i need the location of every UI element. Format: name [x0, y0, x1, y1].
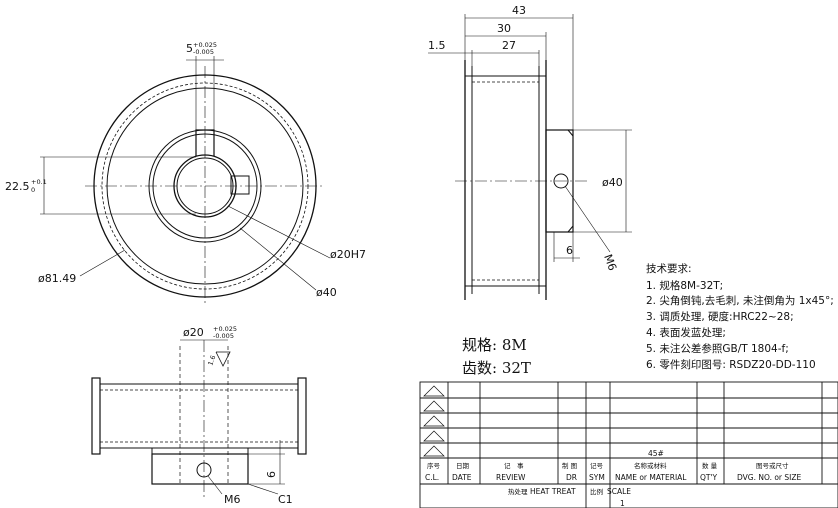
section-flange-right: [297, 377, 307, 455]
section-view: [91, 339, 307, 500]
col-material: NAME or MATERIAL: [615, 473, 687, 482]
section-bore-label: ø20: [183, 326, 204, 339]
col-date: DATE: [452, 473, 472, 482]
outer-diameter-label: ø81.49: [38, 272, 76, 285]
leader-hub: [239, 227, 317, 291]
hub-chamfer-bot: [567, 225, 574, 233]
side-hub-diameter-label: ø40: [602, 176, 623, 189]
keyway-depth-tol-upper: +0.1: [31, 178, 47, 186]
section-bore-tol-upper: +0.025: [213, 325, 237, 333]
scale: SCALE: [607, 487, 631, 496]
rev-triangle-2: [423, 400, 445, 412]
col-cl-cn: 序号: [427, 461, 441, 470]
leader-bore: [227, 205, 331, 259]
spec-pitch: 规格: 8M: [462, 336, 527, 354]
col-qty-cn: 数 量: [702, 461, 718, 470]
col-cl: C.L.: [425, 473, 439, 482]
tech-item: 6. 零件刻印图号: RSDZ20-DD-110: [646, 358, 816, 371]
side-view: [428, 14, 632, 300]
side-setscrew-hole: [553, 173, 569, 189]
col-review-cn: 记 事: [504, 461, 524, 470]
roughness-symbol: [215, 351, 231, 367]
tech-requirements: 技术要求: 1. 规格8M-32T; 2. 尖角倒钝,去毛刺, 未注倒角为 1x…: [646, 262, 834, 371]
tech-item: 1. 规格8M-32T;: [646, 279, 723, 292]
rev-triangle-4: [423, 430, 445, 442]
flange-thickness-label: 1.5: [428, 39, 446, 52]
setscrew-hole: [230, 175, 250, 195]
roughness-label: 1.6: [206, 354, 217, 366]
keyway-width-label: 5: [186, 42, 193, 55]
keyway-depth-tol-lower: 0: [31, 186, 35, 194]
tooth-width-label: 27: [502, 39, 516, 52]
keyway-tol-lower: -0.005: [193, 48, 214, 56]
section-flange-left: [91, 377, 101, 455]
col-dwg-cn: 图号或尺寸: [756, 461, 789, 470]
col-review: REVIEW: [496, 473, 526, 482]
heat-treat: HEAT TREAT: [530, 487, 576, 496]
col-dwg: DVG. NO. or SIZE: [737, 473, 801, 482]
tech-item: 4. 表面发蓝处理;: [646, 326, 726, 339]
section-body: [99, 383, 299, 449]
col-sym: SYM: [589, 473, 605, 482]
col-dr-cn: 制 图: [562, 461, 577, 470]
section-bore-tol-lower: -0.005: [213, 332, 234, 340]
hub-diameter-label: ø40: [316, 286, 337, 299]
keyway-tol-upper: +0.025: [193, 41, 217, 49]
title-block-frame: [419, 381, 838, 508]
leader-c1: [247, 483, 279, 495]
section-hub-offset-label: 6: [265, 471, 278, 478]
col-material-cn: 名称或材料: [634, 461, 667, 470]
hub-chamfer-top: [567, 129, 574, 137]
material-value: 45#: [648, 449, 664, 458]
flange-width-label: 30: [497, 22, 511, 35]
setscrew-offset-label: 6: [566, 244, 573, 257]
col-qty: QT'Y: [700, 473, 718, 482]
col-date-cn: 日期: [456, 462, 470, 470]
tech-item: 5. 未注公差参照GB/T 1804-f;: [646, 342, 789, 355]
bore-diameter-label: ø20H7: [330, 248, 366, 261]
section-setscrew-label: M6: [224, 493, 241, 506]
title-block: [419, 381, 838, 508]
leader-m6-section: [207, 475, 223, 495]
rev-triangle-1: [423, 385, 445, 397]
side-setscrew-label: M6: [601, 253, 619, 273]
spec-teeth: 齿数: 32T: [462, 359, 531, 377]
leader-m6-side: [564, 185, 611, 253]
chamfer-label: C1: [278, 493, 293, 506]
front-view: [40, 56, 331, 306]
heat-treat-cn: 热处理: [508, 487, 528, 496]
col-dr: DR: [566, 473, 577, 482]
section-hub: [151, 453, 249, 485]
tech-title: 技术要求:: [646, 262, 692, 275]
overall-width-label: 43: [512, 4, 526, 17]
rev-triangle-3: [423, 415, 445, 427]
col-sym-cn: 记号: [590, 462, 604, 470]
rev-triangle-5: [423, 445, 445, 457]
scale-cn: 比例: [590, 487, 603, 496]
tech-item: 2. 尖角倒钝,去毛刺, 未注倒角为 1x45°;: [646, 294, 834, 307]
scale-value: 1: [620, 499, 625, 508]
keyway-depth-label: 22.5: [5, 180, 30, 193]
leader-outer: [79, 249, 126, 277]
tech-item: 3. 调质处理, 硬度:HRC22~28;: [646, 310, 794, 323]
